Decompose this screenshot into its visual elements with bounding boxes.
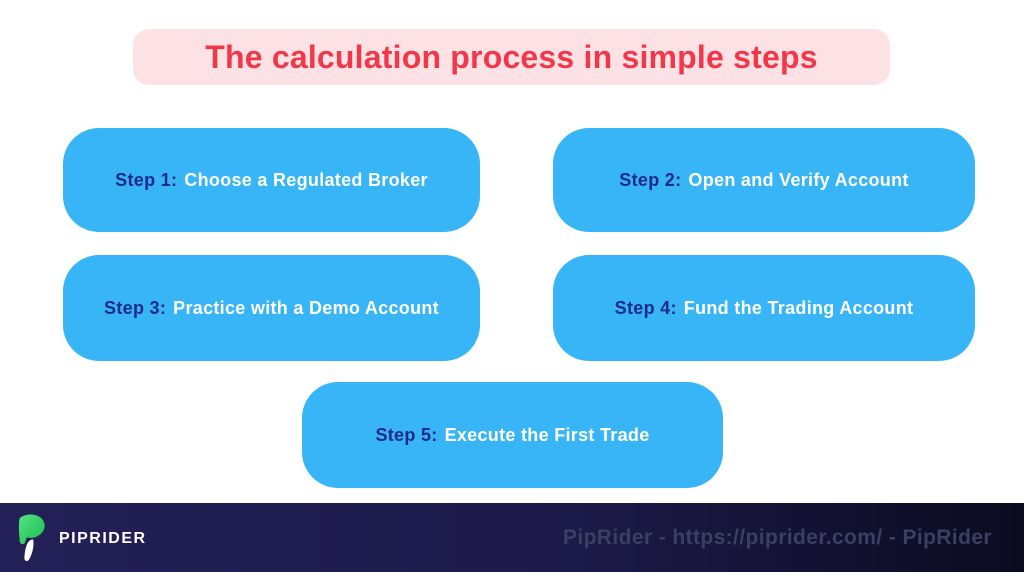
- step-number-label: Step 1:: [115, 169, 178, 190]
- step-text: Open and Verify Account: [688, 169, 909, 190]
- step-text: Practice with a Demo Account: [173, 297, 439, 318]
- page-title: The calculation process in simple steps: [205, 38, 818, 75]
- brand-name: PIPRIDER: [59, 529, 147, 547]
- piprider-logo-icon: [14, 513, 50, 563]
- step-number-label: Step 3:: [104, 297, 167, 318]
- step-number-label: Step 4:: [614, 297, 677, 318]
- step-text: Fund the Trading Account: [683, 297, 914, 318]
- step-text: Execute the First Trade: [444, 424, 650, 445]
- footer-credit-text: PipRider - https://piprider.com/ - PipRi…: [562, 525, 992, 549]
- title-banner: The calculation process in simple steps: [133, 29, 890, 85]
- step-card-5: Step 5: Execute the First Trade: [302, 382, 723, 488]
- step-card-2: Step 2: Open and Verify Account: [553, 128, 975, 232]
- step-card-3: Step 3: Practice with a Demo Account: [63, 255, 480, 361]
- footer-bar: PIPRIDER PipRider - https://piprider.com…: [0, 503, 1024, 572]
- step-number-label: Step 5:: [375, 424, 438, 445]
- step-text: Choose a Regulated Broker: [184, 169, 428, 190]
- piprider-logo: PIPRIDER: [14, 513, 147, 563]
- step-number-label: Step 2:: [619, 169, 682, 190]
- step-card-4: Step 4: Fund the Trading Account: [553, 255, 975, 361]
- step-card-1: Step 1: Choose a Regulated Broker: [63, 128, 480, 232]
